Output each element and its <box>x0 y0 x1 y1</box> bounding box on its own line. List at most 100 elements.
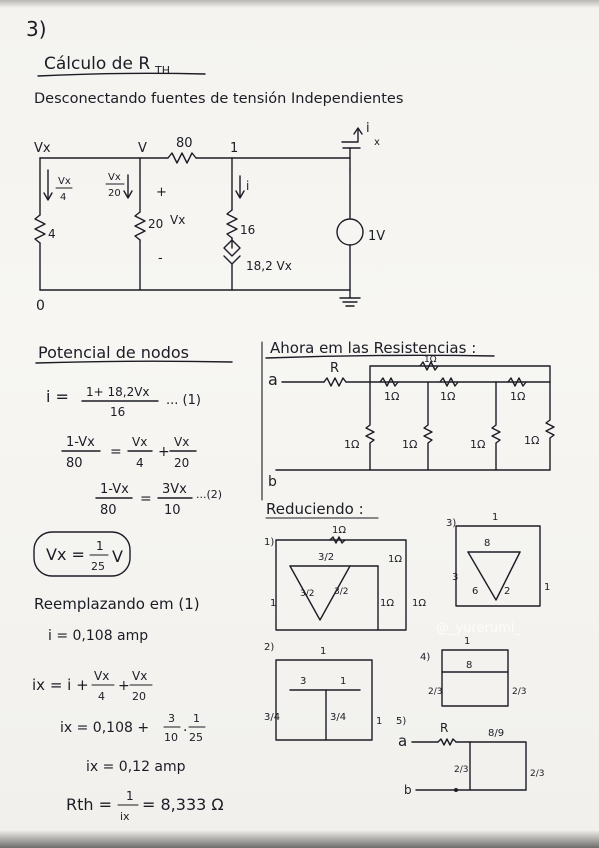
boxed-den: 25 <box>91 560 105 573</box>
s1-r32-label: 3/2 <box>318 552 334 563</box>
bottom-shadow <box>0 830 599 848</box>
boxed-unit: V <box>112 547 123 566</box>
s3-top-label: 1 <box>492 512 498 523</box>
s1-shunt-label: 1Ω <box>380 598 394 609</box>
eq1-den: 16 <box>110 405 125 419</box>
ix-eq-lhs: ix = i + <box>32 676 89 694</box>
eq2-eq: = <box>110 444 122 460</box>
s4-r8-label: 8 <box>466 660 472 671</box>
r4-label: 4 <box>48 227 56 241</box>
page-subtitle: Desconectando fuentes de tensión Indepen… <box>34 91 403 107</box>
s2-r3-label: 3 <box>300 676 306 687</box>
r20-label: 20 <box>148 217 163 231</box>
i-label: i <box>246 179 249 193</box>
r-series2-label: 1Ω <box>440 390 455 403</box>
s1-far-label: 1Ω <box>412 598 426 609</box>
reemplazando-text: Reemplazando em (1) <box>34 595 200 613</box>
minus-sign: - <box>158 251 163 266</box>
s2-mid-label: 3/4 <box>330 712 346 723</box>
s4-right-label: 2/3 <box>512 687 526 697</box>
eq2-lhs-num: 1-Vx <box>66 435 95 450</box>
r-series1-label: 1Ω <box>384 390 399 403</box>
ix-plus: + <box>118 678 130 694</box>
eq1-lhs: i = <box>46 387 69 406</box>
s1-tri-right: 3/2 <box>334 587 348 597</box>
eq2-plus: + <box>158 444 170 460</box>
r-shunt2-label: 1Ω <box>402 438 417 451</box>
branch1-num: Vx <box>58 176 71 187</box>
rth-lhs: Rth = <box>66 795 112 814</box>
ix-b-den: 20 <box>132 690 146 703</box>
node-b: b <box>268 474 277 490</box>
node-a: a <box>268 370 278 389</box>
eq2-b-den: 20 <box>174 456 189 470</box>
rth-den: ix <box>120 810 130 823</box>
r-series3-label: 1Ω <box>510 390 525 403</box>
page-title: Cálculo de R <box>44 54 150 74</box>
s2-right-label: 1 <box>376 716 382 727</box>
r-top-label: 1Ω <box>424 355 437 365</box>
node-1: 1 <box>230 141 238 156</box>
eq3-eq: = <box>140 491 152 507</box>
s4-top-label: 1 <box>464 636 470 647</box>
right-column: Ahora em las Resistencias : a R 1Ω 1Ω 1Ω… <box>264 339 555 797</box>
boxed-lhs: Vx = <box>46 545 85 564</box>
eq2-a-num: Vx <box>132 435 147 449</box>
s3-left-label: 3 <box>452 572 458 583</box>
s3-r6-label: 6 <box>472 586 478 597</box>
resistances-underline <box>265 354 495 359</box>
s2-r1-label: 1 <box>340 676 346 687</box>
s5-r89-label: 8/9 <box>488 728 504 739</box>
dep-source-label: 18,2 Vx <box>246 259 292 273</box>
r16-label: 16 <box>240 223 255 237</box>
i-result: i = 0,108 amp <box>48 628 148 644</box>
ix-b-num: Vx <box>132 669 147 683</box>
step3-label: 3) <box>446 518 456 529</box>
eq3-rhs-den: 10 <box>164 503 181 518</box>
step2-label: 2) <box>264 642 274 653</box>
s1-right-label: 1Ω <box>388 554 402 565</box>
ix-a-den: 4 <box>98 690 105 703</box>
node-vx: Vx <box>34 141 51 156</box>
plus-sign: + <box>156 185 167 200</box>
eq3-lhs-num: 1-Vx <box>100 482 129 497</box>
s5-node-b: b <box>404 783 412 797</box>
title-underline <box>37 72 206 77</box>
eq3-tag: ...(2) <box>196 488 222 501</box>
s5-right-label: 2/3 <box>530 769 544 779</box>
source-1v-label: 1V <box>368 229 385 244</box>
s2-left-label: 3/4 <box>264 712 280 723</box>
resistances-heading: Ahora em las Resistencias : <box>270 339 476 357</box>
branch2-den: 20 <box>108 188 121 199</box>
eq1-num: 1+ 18,2Vx <box>86 385 150 399</box>
current-ix-label: i <box>366 121 370 136</box>
step1-label: 1) <box>264 537 274 548</box>
r80-label: 80 <box>176 136 193 151</box>
top-shadow <box>0 0 599 8</box>
eq2-b-num: Vx <box>174 435 189 449</box>
ix-sub-b-den: 25 <box>189 731 203 744</box>
r-shunt1-label: 1Ω <box>344 438 359 451</box>
s4-left-label: 2/3 <box>428 687 442 697</box>
ix-sub-a-num: 3 <box>168 712 175 725</box>
ground-node-label: 0 <box>36 298 45 314</box>
eq3-rhs-num: 3Vx <box>162 482 187 497</box>
s1-tri-left: 3/2 <box>300 589 314 599</box>
step5-label: 5) <box>396 716 406 727</box>
s1-left-label: 1 <box>270 598 276 609</box>
v20-label: Vx <box>170 213 185 227</box>
r-shunt4-label: 1Ω <box>524 434 539 447</box>
vx-result-box <box>33 531 131 577</box>
s5-mid-label: 2/3 <box>454 765 468 775</box>
ix-a-num: Vx <box>94 669 109 683</box>
ix-sub-b-num: 1 <box>193 712 200 725</box>
s2-top-label: 1 <box>320 646 326 657</box>
watermark-text: @_yurerumi_ <box>436 621 521 636</box>
main-circuit: i x Vx V 1 80 Vx 4 4 Vx 20 + 20 Vx - <box>34 121 385 314</box>
page-title-subscript: TH <box>154 64 170 77</box>
network-r-label: R <box>330 361 339 376</box>
branch1-den: 4 <box>60 192 66 203</box>
branch2-num: Vx <box>108 172 121 183</box>
